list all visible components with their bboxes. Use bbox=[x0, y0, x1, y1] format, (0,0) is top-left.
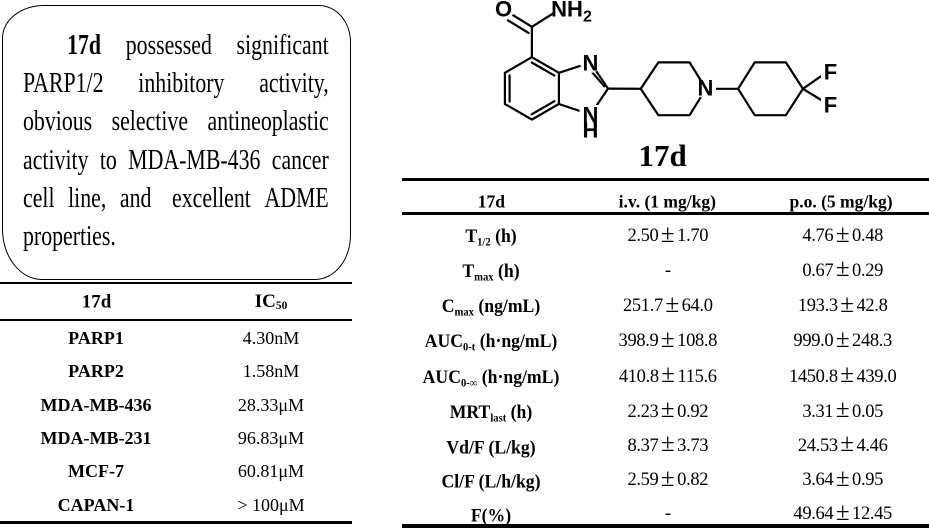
svg-text:N: N bbox=[583, 102, 599, 127]
svg-text:N: N bbox=[583, 50, 599, 75]
svg-text:N: N bbox=[697, 76, 713, 101]
svg-text:O: O bbox=[495, 0, 512, 21]
svg-text:F: F bbox=[824, 60, 837, 85]
svg-text:H: H bbox=[583, 117, 599, 142]
svg-text:F: F bbox=[824, 93, 837, 118]
svg-text:17d: 17d bbox=[638, 138, 686, 173]
